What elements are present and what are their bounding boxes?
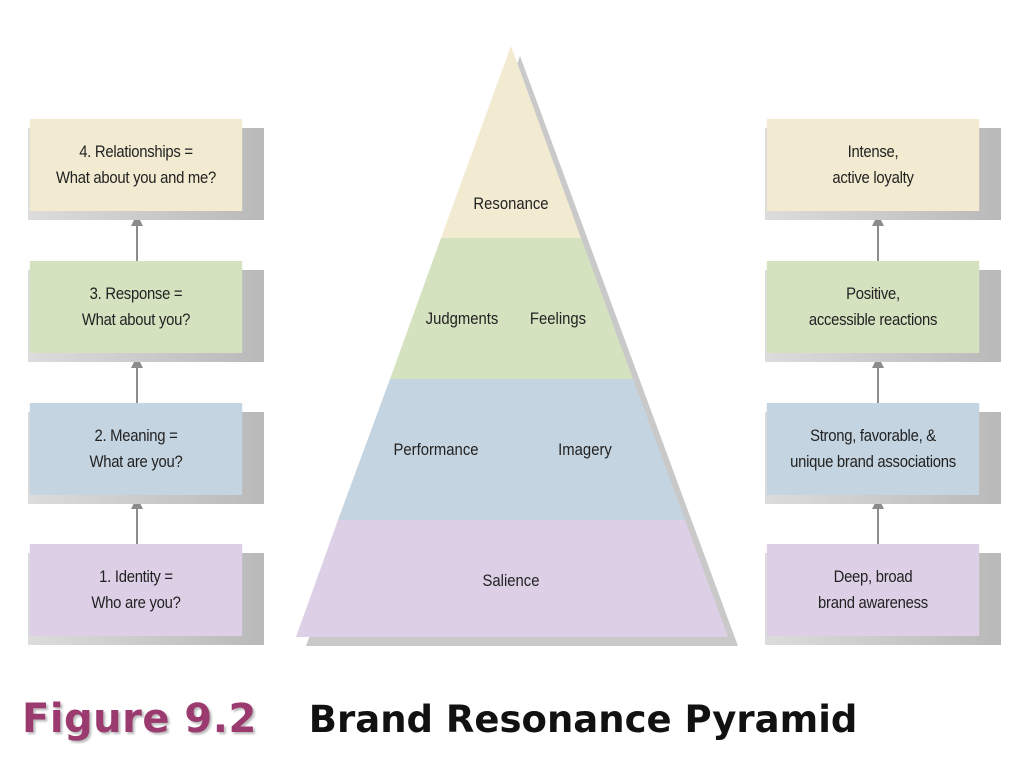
judgments-feelings-layer: [390, 238, 633, 379]
loyalty-box: Intense, active loyalty: [766, 119, 980, 211]
reactions-text: Positive, accessible reactions: [808, 285, 938, 329]
meaning-box: 2. Meaning = What are you?: [29, 403, 243, 495]
loyalty-text: Intense, active loyalty: [832, 143, 914, 187]
awareness-box: Deep, broad brand awareness: [766, 544, 980, 636]
reactions-box: Positive, accessible reactions: [766, 261, 980, 353]
figure-number: Figure 9.2: [22, 696, 257, 742]
response-box: 3. Response = What about you?: [29, 261, 243, 353]
salience-label: Salience: [482, 572, 540, 590]
salience-layer: [296, 520, 728, 637]
resonance-layer: [441, 46, 581, 238]
imagery-label: Imagery: [558, 441, 612, 459]
judgments-label: Judgments: [425, 310, 499, 328]
meaning-text: 2. Meaning = What are you?: [89, 427, 183, 471]
identity-box: 1. Identity = Who are you?: [29, 544, 243, 636]
relationships-box: 4. Relationships = What about you and me…: [29, 119, 243, 211]
identity-text: 1. Identity = Who are you?: [91, 568, 181, 612]
resonance-label: Resonance: [473, 195, 549, 213]
associations-text: Strong, favorable, & unique brand associ…: [790, 427, 956, 471]
figure-caption: Figure 9.2 Brand Resonance Pyramid: [22, 696, 857, 742]
awareness-text: Deep, broad brand awareness: [818, 568, 928, 612]
performance-imagery-layer: [338, 379, 685, 520]
feelings-label: Feelings: [529, 310, 587, 328]
response-text: 3. Response = What about you?: [81, 285, 191, 329]
figure-title: Brand Resonance Pyramid: [308, 698, 858, 741]
relationships-text: 4. Relationships = What about you and me…: [55, 143, 217, 187]
performance-label: Performance: [393, 441, 479, 459]
associations-box: Strong, favorable, & unique brand associ…: [766, 403, 980, 495]
